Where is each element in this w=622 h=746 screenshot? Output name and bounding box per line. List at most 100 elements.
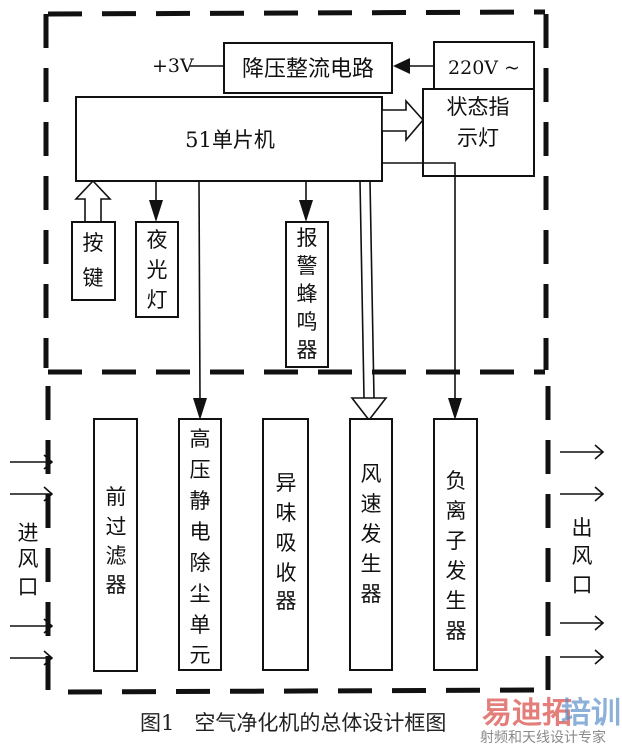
hv-electrostatic-label: 高 压 静 电 除 尘 单 元 bbox=[190, 427, 211, 667]
svg-text:进: 进 bbox=[18, 521, 39, 545]
night-light-box bbox=[135, 221, 179, 318]
outlet-arrow-icon bbox=[560, 444, 605, 460]
svg-text:口: 口 bbox=[18, 575, 39, 599]
arrow-to-status-light bbox=[381, 98, 425, 143]
rectifier-circuit-box bbox=[223, 42, 393, 94]
inlet-arrow-icon bbox=[10, 486, 54, 502]
arrow-to-hv-electrostatic bbox=[193, 398, 207, 420]
arrow-to-rectifier bbox=[393, 58, 410, 74]
svg-text:速: 速 bbox=[361, 492, 382, 516]
outlet-arrow-icon bbox=[560, 649, 605, 665]
svg-text:器: 器 bbox=[276, 589, 297, 613]
inlet-arrows bbox=[10, 454, 54, 666]
watermark: 易迪拓 培训 射频和天线设计专家 bbox=[480, 696, 621, 746]
inlet-label: 进 风 口 bbox=[18, 521, 39, 599]
svg-text:前: 前 bbox=[106, 485, 127, 509]
svg-text:器: 器 bbox=[446, 619, 467, 643]
svg-text:警: 警 bbox=[297, 254, 318, 278]
svg-text:风: 风 bbox=[18, 547, 39, 571]
svg-text:出: 出 bbox=[572, 516, 593, 540]
svg-text:吸: 吸 bbox=[276, 531, 297, 555]
arrow-from-keys bbox=[74, 179, 112, 223]
inlet-arrow-icon bbox=[10, 650, 54, 666]
hv-electrostatic-box bbox=[178, 418, 222, 671]
svg-text:光: 光 bbox=[147, 258, 168, 282]
night-light-label: 夜 光 灯 bbox=[147, 228, 168, 312]
svg-text:夜: 夜 bbox=[147, 228, 168, 252]
outlet-arrow-icon bbox=[560, 486, 605, 502]
inlet-arrow-icon bbox=[10, 454, 54, 470]
svg-text:压: 压 bbox=[190, 458, 211, 482]
line-to-hv-electrostatic bbox=[198, 180, 201, 403]
svg-text:风: 风 bbox=[572, 544, 593, 568]
outlet-arrows bbox=[560, 444, 605, 665]
control-section-frame bbox=[43, 9, 549, 375]
outlet-label: 出 风 口 bbox=[572, 516, 593, 597]
svg-text:口: 口 bbox=[572, 573, 593, 597]
figure-caption: 图1 空气净化机的总体设计框图 bbox=[140, 711, 446, 735]
mains-input-label: 220V ~ bbox=[448, 57, 520, 79]
status-light-label-line2: 示灯 bbox=[457, 126, 499, 150]
watermark-brand-blue: 培训 bbox=[561, 696, 621, 731]
svg-text:发: 发 bbox=[446, 559, 467, 583]
svg-text:灯: 灯 bbox=[147, 288, 168, 312]
svg-text:负: 负 bbox=[446, 469, 467, 493]
svg-text:生: 生 bbox=[446, 589, 467, 613]
svg-text:生: 生 bbox=[361, 552, 382, 576]
svg-text:异: 异 bbox=[276, 471, 297, 495]
fan-speed-bus-right bbox=[369, 180, 375, 399]
svg-text:高: 高 bbox=[190, 427, 211, 451]
odor-absorber-label: 异 味 吸 收 器 bbox=[276, 471, 297, 613]
alarm-buzzer-box bbox=[285, 221, 329, 368]
svg-text:子: 子 bbox=[446, 529, 467, 553]
svg-text:味: 味 bbox=[276, 501, 297, 525]
svg-text:按: 按 bbox=[83, 231, 104, 255]
svg-text:器: 器 bbox=[361, 582, 382, 606]
svg-text:收: 收 bbox=[276, 561, 297, 585]
anion-generator-label: 负 离 子 发 生 器 bbox=[446, 469, 467, 643]
airflow-section-frame bbox=[45, 386, 551, 695]
arrow-to-anion-generator bbox=[448, 398, 462, 420]
svg-text:发: 发 bbox=[361, 522, 382, 546]
svg-text:元: 元 bbox=[190, 643, 211, 667]
outlet-arrow-icon bbox=[560, 615, 605, 631]
arrow-to-alarm-buzzer bbox=[299, 200, 313, 222]
svg-text:器: 器 bbox=[297, 338, 318, 362]
mains-input-box bbox=[433, 41, 535, 93]
svg-text:尘: 尘 bbox=[190, 582, 211, 606]
fan-speed-bus-left bbox=[359, 180, 365, 399]
pre-filter-box bbox=[93, 418, 138, 672]
inlet-arrow-icon bbox=[10, 618, 54, 634]
pre-filter-label: 前 过 滤 器 bbox=[106, 485, 127, 597]
status-light-box bbox=[422, 88, 535, 177]
svg-text:器: 器 bbox=[106, 573, 127, 597]
svg-text:鸣: 鸣 bbox=[297, 310, 318, 334]
watermark-tagline: 射频和天线设计专家 bbox=[480, 729, 606, 746]
arrow-to-fan-speed bbox=[350, 397, 388, 422]
status-light-label-line1: 状态指 bbox=[447, 95, 510, 119]
svg-text:单: 单 bbox=[190, 613, 211, 637]
keys-box bbox=[71, 221, 116, 301]
keys-label: 按 键 bbox=[83, 231, 104, 290]
mcu-box bbox=[75, 96, 383, 182]
odor-absorber-box bbox=[262, 418, 309, 671]
watermark-brand-red: 易迪拓 bbox=[482, 696, 572, 731]
svg-text:报: 报 bbox=[297, 226, 318, 250]
svg-text:过: 过 bbox=[106, 515, 127, 539]
svg-text:静: 静 bbox=[190, 489, 211, 513]
rectifier-circuit-label: 降压整流电路 bbox=[242, 57, 374, 82]
fan-speed-label: 风 速 发 生 器 bbox=[361, 462, 382, 606]
mcu-label: 51单片机 bbox=[185, 128, 275, 152]
svg-text:键: 键 bbox=[83, 266, 104, 290]
anion-generator-box bbox=[433, 418, 478, 671]
svg-text:电: 电 bbox=[190, 520, 211, 544]
svg-text:风: 风 bbox=[361, 462, 382, 486]
svg-text:离: 离 bbox=[446, 499, 467, 523]
arrow-to-night-light bbox=[149, 200, 163, 222]
svg-text:滤: 滤 bbox=[106, 544, 127, 568]
svg-text:除: 除 bbox=[190, 551, 211, 575]
alarm-buzzer-label: 报 警 蜂 鸣 器 bbox=[297, 226, 318, 362]
svg-text:蜂: 蜂 bbox=[297, 282, 318, 306]
power-output-label: +3V bbox=[152, 55, 194, 77]
